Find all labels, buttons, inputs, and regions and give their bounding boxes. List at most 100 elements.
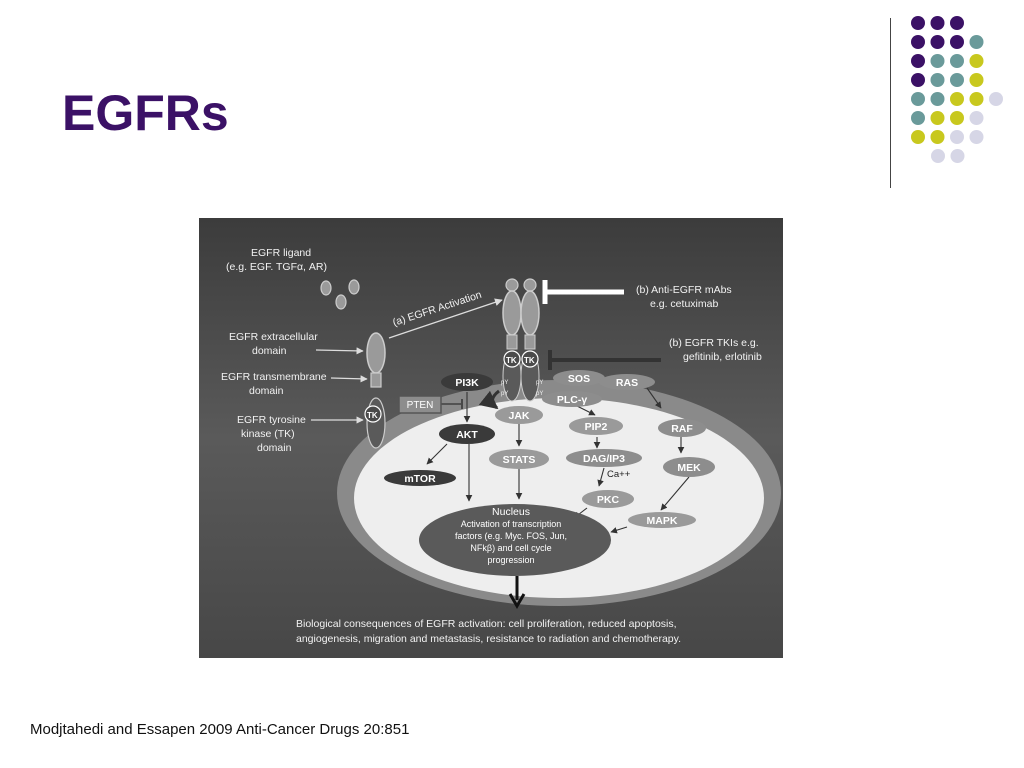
svg-text:Activation of transcription: Activation of transcription bbox=[461, 519, 562, 529]
decor-dot bbox=[930, 16, 945, 30]
decorative-vertical-line bbox=[890, 18, 891, 188]
svg-text:factors (e.g. Myc. FOS, Jun,: factors (e.g. Myc. FOS, Jun, bbox=[455, 531, 567, 541]
pathway-arrows bbox=[426, 387, 690, 534]
decor-dot bbox=[930, 54, 945, 68]
extracellular-label-2: domain bbox=[252, 345, 287, 357]
py-4: pY bbox=[536, 391, 543, 397]
py-3: pY bbox=[536, 380, 543, 386]
decor-dot bbox=[911, 35, 925, 49]
node-sos: SOS bbox=[553, 370, 605, 386]
decor-dot bbox=[930, 92, 945, 106]
node-mek: MEK bbox=[663, 457, 715, 477]
decor-dot bbox=[930, 73, 945, 87]
decor-dot bbox=[930, 130, 945, 144]
decor-dot bbox=[969, 111, 984, 125]
decor-dot bbox=[969, 73, 984, 87]
decor-dot bbox=[930, 111, 945, 125]
nucleus: Nucleus Activation of transcription fact… bbox=[419, 504, 611, 576]
tk-domain-label-2: kinase (TK) bbox=[241, 428, 295, 440]
svg-text:PI3K: PI3K bbox=[455, 377, 479, 389]
ligand-label-1: EGFR ligand bbox=[251, 247, 311, 259]
decor-dot bbox=[969, 130, 984, 144]
node-pten: PTEN bbox=[398, 395, 442, 414]
svg-text:PKC: PKC bbox=[597, 494, 620, 506]
decor-dot bbox=[989, 92, 1003, 106]
node-calcium: Ca++ bbox=[607, 469, 631, 480]
decor-dot bbox=[950, 130, 964, 144]
decor-dot bbox=[950, 111, 964, 125]
decor-dot bbox=[930, 35, 945, 49]
decor-dot bbox=[931, 149, 945, 163]
svg-text:PIP2: PIP2 bbox=[585, 421, 608, 433]
node-pi3k: PI3K bbox=[441, 373, 493, 391]
slide-title: EGFRs bbox=[62, 85, 229, 141]
decor-dot bbox=[911, 92, 925, 106]
svg-text:DAG/IP3: DAG/IP3 bbox=[583, 453, 625, 465]
svg-text:MEK: MEK bbox=[677, 462, 701, 474]
svg-text:progression: progression bbox=[487, 555, 534, 565]
decor-dot bbox=[969, 92, 984, 106]
py-1: pY bbox=[501, 380, 508, 386]
ligand-molecules bbox=[320, 279, 360, 310]
decor-dot bbox=[911, 111, 925, 125]
svg-text:AKT: AKT bbox=[456, 429, 478, 441]
py-2: pY bbox=[501, 391, 508, 397]
decor-dot bbox=[911, 54, 925, 68]
svg-text:NFkβ) and cell cycle: NFkβ) and cell cycle bbox=[470, 543, 551, 553]
tk-badge-dimer-right: TK bbox=[524, 356, 535, 365]
tk-domain-label-3: domain bbox=[257, 442, 292, 454]
tkis-label-1: (b) EGFR TKIs e.g. bbox=[669, 337, 759, 349]
decor-dot bbox=[911, 16, 925, 30]
extracellular-label-1: EGFR extracellular bbox=[229, 331, 318, 343]
node-mapk: MAPK bbox=[628, 512, 696, 528]
tk-badge-left: TK bbox=[367, 411, 378, 420]
node-pip2: PIP2 bbox=[569, 417, 623, 435]
inactive-egfr-receptor: TK bbox=[364, 332, 386, 449]
activated-egfr-dimer: TK TK pY pY pY pY bbox=[501, 278, 543, 402]
transmembrane-label-2: domain bbox=[249, 385, 284, 397]
svg-text:PLC-γ: PLC-γ bbox=[557, 394, 587, 406]
consequence-line-2: angiogenesis, migration and metastasis, … bbox=[296, 633, 681, 645]
decor-dot bbox=[911, 73, 925, 87]
decor-dot bbox=[950, 149, 965, 163]
decorative-dot-grid bbox=[0, 0, 1024, 205]
decor-dot bbox=[911, 130, 925, 144]
decor-dot bbox=[950, 16, 964, 30]
consequence-line-1: Biological consequences of EGFR activati… bbox=[296, 618, 677, 630]
decor-dot bbox=[969, 35, 984, 49]
egfr-pathway-figure: EGFR ligand (e.g. EGF. TGFα, AR) TK EGFR… bbox=[199, 218, 783, 658]
citation: Modjtahedi and Essapen 2009 Anti-Cancer … bbox=[30, 721, 410, 738]
dot-grid-svg bbox=[911, 16, 1003, 163]
svg-text:SOS: SOS bbox=[568, 373, 590, 385]
node-akt: AKT bbox=[439, 424, 495, 444]
mabs-label-2: e.g. cetuximab bbox=[650, 298, 718, 310]
svg-text:JAK: JAK bbox=[508, 410, 529, 422]
node-mtor: mTOR bbox=[384, 470, 456, 486]
decor-dot bbox=[950, 35, 964, 49]
pathway-diagram: EGFR ligand (e.g. EGF. TGFα, AR) TK EGFR… bbox=[199, 218, 783, 658]
decor-dot bbox=[950, 54, 964, 68]
node-pkc: PKC bbox=[582, 490, 634, 508]
svg-text:STATS: STATS bbox=[503, 454, 536, 466]
node-jak: JAK bbox=[495, 406, 543, 424]
node-stats: STATS bbox=[489, 449, 549, 469]
svg-text:mTOR: mTOR bbox=[404, 473, 436, 485]
node-plc-gamma: PLC-γ bbox=[542, 391, 602, 407]
decor-dot bbox=[950, 73, 964, 87]
decor-dot bbox=[969, 54, 984, 68]
decor-dot bbox=[950, 92, 964, 106]
mabs-label-1: (b) Anti-EGFR mAbs bbox=[636, 284, 732, 296]
svg-text:PTEN: PTEN bbox=[407, 400, 434, 411]
node-dag-ip3: DAG/IP3 bbox=[566, 449, 642, 467]
svg-text:MAPK: MAPK bbox=[647, 515, 678, 527]
tk-domain-label-1: EGFR tyrosine bbox=[237, 414, 306, 426]
tk-badge-dimer-left: TK bbox=[506, 356, 517, 365]
svg-text:RAF: RAF bbox=[671, 423, 693, 435]
tkis-label-2: gefitinib, erlotinib bbox=[683, 351, 762, 363]
nucleus-label: Nucleus bbox=[492, 506, 530, 518]
svg-text:RAS: RAS bbox=[616, 377, 638, 389]
node-ras: RAS bbox=[599, 374, 655, 390]
transmembrane-label-1: EGFR transmembrane bbox=[221, 371, 327, 383]
node-raf: RAF bbox=[658, 419, 706, 437]
ligand-label-2: (e.g. EGF. TGFα, AR) bbox=[226, 261, 327, 273]
